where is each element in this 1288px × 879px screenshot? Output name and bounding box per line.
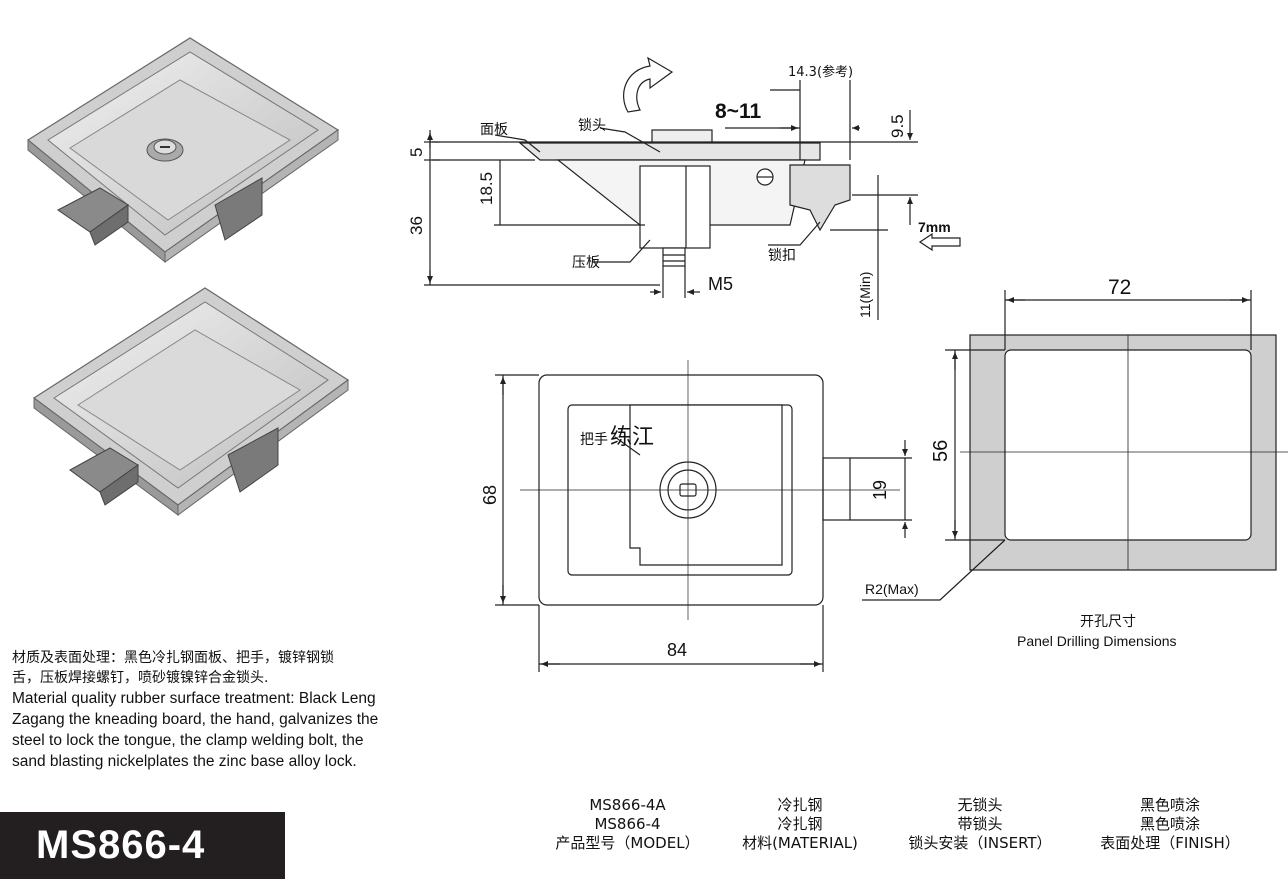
panel-label: 面板 [480,122,508,138]
dim-84-label: 84 [667,640,687,660]
description-en-line4: sand blasting nickelplates the zinc base… [12,753,357,770]
clamp-plate-label: 压板 [572,255,600,271]
description-cn-line2: 舌，压板焊接螺钉，喷砂镀镍锌合金锁头. [12,670,269,686]
spec-column-material: 冷扎钢 冷扎钢 材料(MATERIAL) [720,796,880,853]
spec-finish-row-1: 黑色喷涂 [1139,796,1200,814]
model-title-box: MS866-4 [0,812,285,879]
handle-label: 把手 [580,432,608,448]
lock-head-label: 锁头 [578,118,606,134]
spec-model-row-2: MS866-4 [594,815,661,833]
spec-column-model: MS866-4A MS866-4 产品型号（MODEL） [535,796,720,853]
dim-68-label: 68 [480,485,500,505]
description-cn-line1: 材质及表面处理：黑色冷扎钢面板、把手，镀锌钢锁 [12,650,334,666]
product-photo-without-lock [32,287,350,516]
dim-72-label: 72 [1108,276,1131,299]
latch-label: 锁扣 [768,248,796,264]
spec-finish-row-2: 黑色喷涂 [1139,815,1200,833]
spec-material-header: 材料(MATERIAL) [742,834,858,852]
model-title: MS866-4 [36,823,206,867]
front-view-drawing [495,360,912,672]
dim-11min-label: 11(Min) [857,272,873,318]
dim-5-label: 5 [407,148,426,157]
spec-material-row-1: 冷扎钢 [777,796,823,814]
spec-model-row-1: MS866-4A [589,796,666,814]
product-photo-with-lock [26,37,340,264]
dim-8-11-label: 8~11 [715,100,761,123]
dim-7mm-label: 7mm [918,219,951,235]
dim-56-label: 56 [930,440,952,462]
dim-14-3-label: 14.3(参考) [788,64,853,80]
spec-finish-header: 表面处理（FINISH） [1100,834,1240,852]
spec-material-row-2: 冷扎钢 [777,815,823,833]
description-en-line2: Zagang the kneading board, the hand, gal… [12,711,379,728]
side-view-drawing [424,56,961,320]
spec-insert-row-2: 带锁头 [957,815,1003,833]
spec-insert-header: 锁头安装（INSERT） [908,834,1052,852]
dim-9-5-label: 9.5 [888,114,907,138]
dim-19-label: 19 [870,480,890,500]
description-en-line3: steel to lock the tongue, the clamp weld… [12,732,364,749]
r2-max-label: R2(Max) [865,581,919,597]
panel-cutout-drawing [862,290,1288,601]
spec-model-header: 产品型号（MODEL） [555,834,700,852]
spec-insert-row-1: 无锁头 [957,796,1003,814]
description-en-line1: Material quality rubber surface treatmen… [12,690,376,707]
m5-label: M5 [708,274,733,294]
cutout-title-en: Panel Drilling Dimensions [1017,633,1177,649]
spec-column-finish: 黑色喷涂 黑色喷涂 表面处理（FINISH） [1075,796,1265,853]
dim-36-label: 36 [407,216,426,235]
material-description: 材质及表面处理：黑色冷扎钢面板、把手，镀锌钢锁 舌，压板焊接螺钉，喷砂镀镍锌合金… [12,648,432,772]
cutout-title-cn: 开孔尺寸 [1080,614,1136,630]
watermark-text: 练江 [610,425,654,450]
dim-18-5-label: 18.5 [477,172,496,205]
spec-column-insert: 无锁头 带锁头 锁头安装（INSERT） [885,796,1075,853]
